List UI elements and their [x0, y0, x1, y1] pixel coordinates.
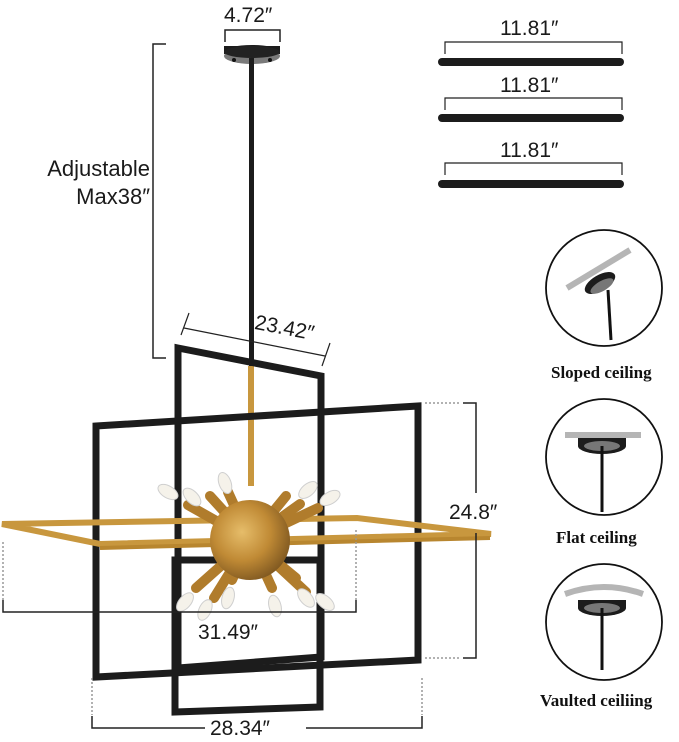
- width-outer-label: 28.34″: [210, 717, 270, 740]
- brass-stem: [248, 366, 254, 486]
- rod-length-label-1: 11.81″: [500, 17, 559, 40]
- ceiling-type-label-vaulted: Vaulted ceiliing: [540, 691, 653, 710]
- adjustable-height-label: Adjustable Max38″: [18, 155, 150, 210]
- down-rod: [249, 58, 254, 366]
- adjustable-label-line1: Adjustable: [47, 156, 150, 181]
- adjustable-height-bracket: [152, 43, 166, 359]
- canopy-width-label: 4.72″: [224, 4, 273, 27]
- width-inner-bracket: [2, 530, 357, 613]
- black-frame-wide: [92, 402, 422, 681]
- rod-length-label-3: 11.81″: [500, 139, 559, 162]
- rod-length-label-2: 11.81″: [500, 74, 559, 97]
- ceiling-type-label-flat: Flat ceiling: [556, 528, 637, 547]
- height-bracket: [425, 402, 477, 659]
- extension-rods: [438, 41, 624, 188]
- width-inner-label: 31.49″: [198, 621, 258, 644]
- depth-bracket: [180, 312, 331, 367]
- flat-ceiling-icon: [545, 398, 663, 516]
- height-label: 24.8″: [449, 501, 498, 524]
- vaulted-ceiling-icon: [545, 563, 663, 681]
- adjustable-label-line2: Max38″: [76, 183, 150, 209]
- sloped-ceiling-icon: [545, 229, 663, 347]
- width-outer-bracket: [91, 678, 423, 729]
- sputnik-sphere: [157, 471, 341, 621]
- canopy-width-bracket: [224, 29, 281, 42]
- ceiling-canopy: [224, 45, 280, 64]
- ceiling-type-label-sloped: Sloped ceiling: [551, 363, 652, 382]
